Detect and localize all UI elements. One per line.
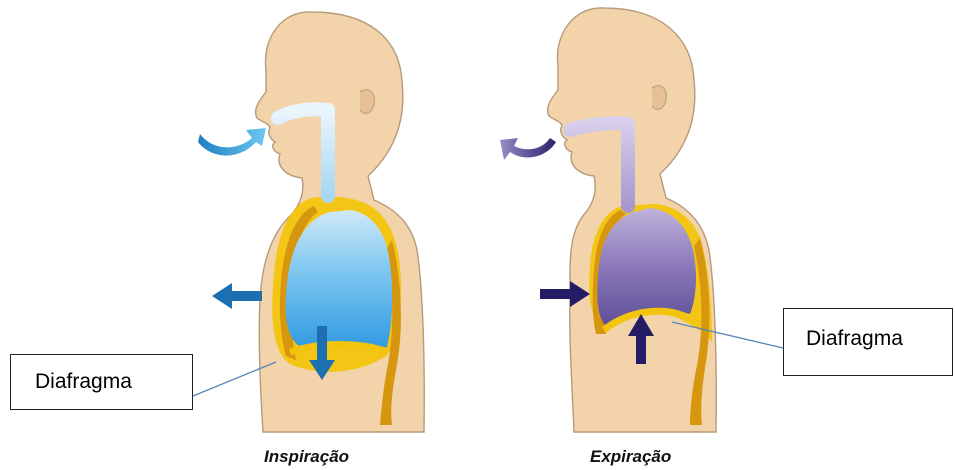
air-in-arrow-icon [198, 128, 266, 156]
callout-diafragma-left: Diafragma [10, 354, 193, 410]
ear [360, 90, 374, 114]
callout-label: Diafragma [806, 327, 903, 350]
callout-label: Diafragma [35, 370, 132, 393]
air-out-arrow-icon [500, 138, 556, 160]
ear [652, 86, 666, 110]
callout-diafragma-right: Diafragma [783, 308, 953, 376]
ribcage-out-arrow-icon [212, 283, 262, 309]
caption-expiracao: Expiração [590, 447, 671, 467]
figure-inspiracao [198, 12, 424, 432]
figure-expiracao [500, 8, 716, 432]
caption-inspiracao: Inspiração [264, 447, 349, 467]
